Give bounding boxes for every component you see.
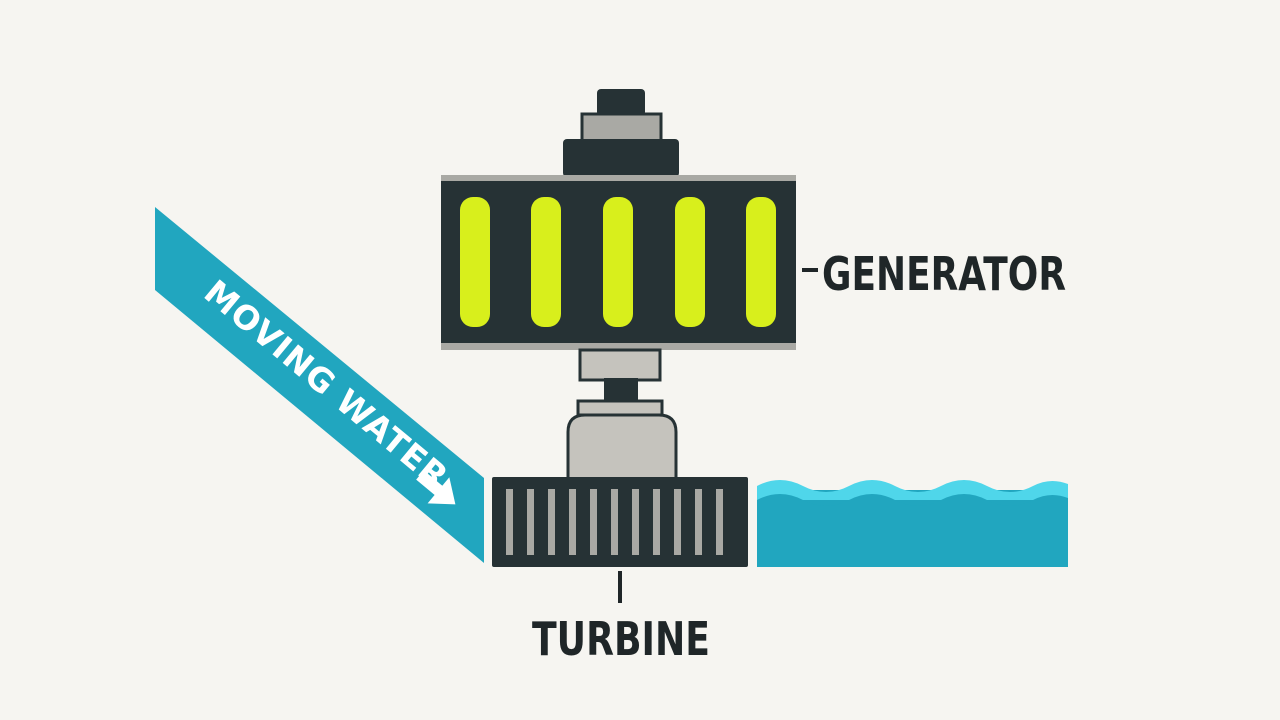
turbine-blade [548,489,555,555]
turbine-collar [576,399,664,417]
coil [603,197,633,327]
coil [460,197,490,327]
turbine-leader-line [618,571,622,603]
top-cap [597,89,645,116]
generator-leader-line [802,268,818,272]
wave-troughs [757,494,1068,520]
turbine [492,477,748,567]
turbine-blade [632,489,639,555]
turbine-blade [674,489,681,555]
coil [531,197,561,327]
generator-head [563,139,679,177]
water-chute-band [155,207,484,563]
turbine-blade [569,489,576,555]
turbine-blade [506,489,513,555]
turbine-blade [611,489,618,555]
turbine-blade [527,489,534,555]
turbine-blade [653,489,660,555]
wave-crests [757,480,1068,500]
turbine-blade [695,489,702,555]
generator-top-rim [441,175,796,181]
lower-collar [578,348,662,382]
turbine-callout: TURBINE [532,571,710,666]
coil [675,197,705,327]
turbine-blade [590,489,597,555]
generator-coils [460,197,776,327]
top-collar [580,112,663,144]
generator-callout: GENERATOR [802,247,1066,301]
moving-water-chute: MOVING WATER [155,207,484,563]
turbine-label: TURBINE [532,612,710,666]
turbine-housing [566,413,678,482]
moving-water-label: MOVING WATER [197,272,456,496]
water-waves-icon [757,480,1068,567]
generator-assembly [441,89,796,482]
turbine-blades [506,489,723,555]
turbine-body [492,477,748,567]
arrow-right-icon [416,470,456,505]
turbine-blade [716,489,723,555]
coil [746,197,776,327]
generator-label: GENERATOR [822,247,1066,301]
generator-bottom-rim [441,343,796,350]
